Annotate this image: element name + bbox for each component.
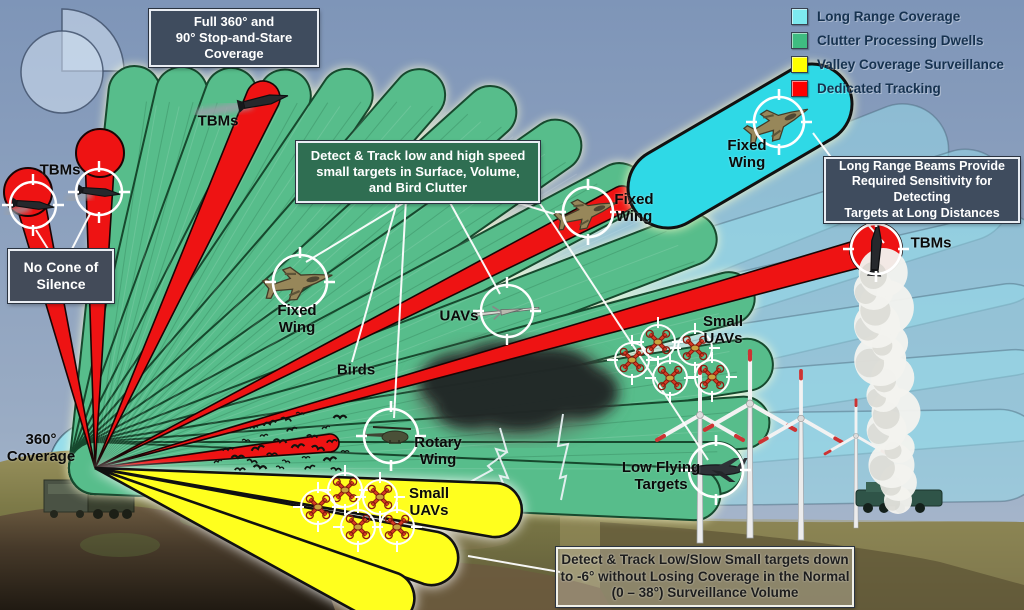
- legend-item-dedicated-tracking: Dedicated Tracking: [791, 80, 1004, 97]
- bird-icon: [266, 452, 278, 457]
- crosshair-icon: [265, 247, 335, 317]
- bird-icon: [280, 416, 292, 422]
- bird-icon: [230, 454, 246, 460]
- legend-label: Valley Coverage Surveillance: [817, 57, 1004, 72]
- callout-full-360-coverage: Full 360° and 90° Stop-and-Stare Coverag…: [149, 9, 319, 67]
- legend-item-valley-coverage: Valley Coverage Surveillance: [791, 56, 1004, 73]
- legend: Long Range Coverage Clutter Processing D…: [791, 8, 1004, 97]
- bird-icon: [306, 433, 318, 439]
- legend-item-long-range: Long Range Coverage: [791, 8, 1004, 25]
- bird-icon: [301, 455, 311, 460]
- callout-low-slow-targets: Detect & Track Low/Slow Small targets do…: [556, 547, 854, 607]
- crosshair-icon: [473, 277, 541, 345]
- bird-icon: [241, 438, 251, 443]
- crosshair-icon: [372, 502, 422, 552]
- legend-label: Clutter Processing Dwells: [817, 33, 984, 48]
- bird-icon: [250, 444, 265, 452]
- legend-swatch-clutter-dwells: [791, 32, 808, 49]
- crosshair-icon: [355, 472, 405, 522]
- callout-detect-track-clutter: Detect & Track low and high speed small …: [296, 141, 540, 203]
- legend-label: Dedicated Tracking: [817, 81, 941, 96]
- bird-icon: [234, 467, 246, 472]
- bird-icon: [340, 449, 350, 454]
- bird-icon: [326, 438, 338, 444]
- bird-icon: [259, 433, 269, 438]
- legend-item-clutter-dwells: Clutter Processing Dwells: [791, 32, 1004, 49]
- crosshair-icon: [2, 174, 64, 236]
- crosshair-icon: [356, 401, 426, 471]
- crosshair-icon: [320, 465, 370, 515]
- bird-icon: [249, 425, 259, 430]
- bird-icon: [246, 458, 258, 464]
- crosshair-icon: [670, 323, 720, 373]
- bird-icon: [322, 456, 338, 462]
- crosshair-icon: [293, 482, 343, 532]
- dedicated-tracking-beams: [3, 80, 903, 469]
- callout-no-cone-of-silence: No Cone of Silence: [8, 249, 114, 303]
- coverage-360-icon: [20, 8, 125, 114]
- crosshair-icon: [68, 161, 130, 223]
- bird-icon: [213, 459, 223, 464]
- legend-label: Long Range Coverage: [817, 9, 961, 24]
- bird-icon: [332, 414, 348, 420]
- bird-icon: [295, 411, 305, 416]
- bird-icon: [286, 426, 298, 432]
- crosshair-icon: [607, 335, 657, 385]
- legend-swatch-dedicated-tracking: [791, 80, 808, 97]
- lightning-icon: [469, 413, 570, 501]
- crosshair-icon: [555, 179, 621, 245]
- tracked-targets: [2, 88, 909, 552]
- bird-icon: [275, 465, 285, 470]
- bird-flock: [213, 411, 350, 472]
- valley-coverage-fan: [94, 466, 524, 610]
- bird-icon: [304, 464, 316, 470]
- tracking-beam: [94, 80, 281, 469]
- bird-icon: [222, 446, 234, 452]
- bird-icon: [290, 443, 306, 449]
- crosshair-icon: [746, 89, 812, 155]
- tracking-beam: [94, 433, 340, 469]
- bird-icon: [262, 419, 277, 427]
- crosshair-icon: [681, 435, 751, 505]
- bird-icon: [311, 444, 326, 452]
- bird-icon: [321, 425, 331, 430]
- crosshair-icon: [687, 352, 737, 402]
- missile-launch-smoke: [853, 248, 943, 514]
- legend-swatch-valley-coverage: [791, 56, 808, 73]
- bird-icon: [272, 438, 288, 444]
- callout-long-range-beams: Long Range Beams Provide Required Sensit…: [824, 157, 1020, 223]
- bird-icon: [252, 464, 268, 470]
- legend-swatch-long-range: [791, 8, 808, 25]
- bird-icon: [330, 466, 342, 472]
- crosshair-icon: [633, 317, 683, 367]
- bird-icon: [281, 459, 291, 464]
